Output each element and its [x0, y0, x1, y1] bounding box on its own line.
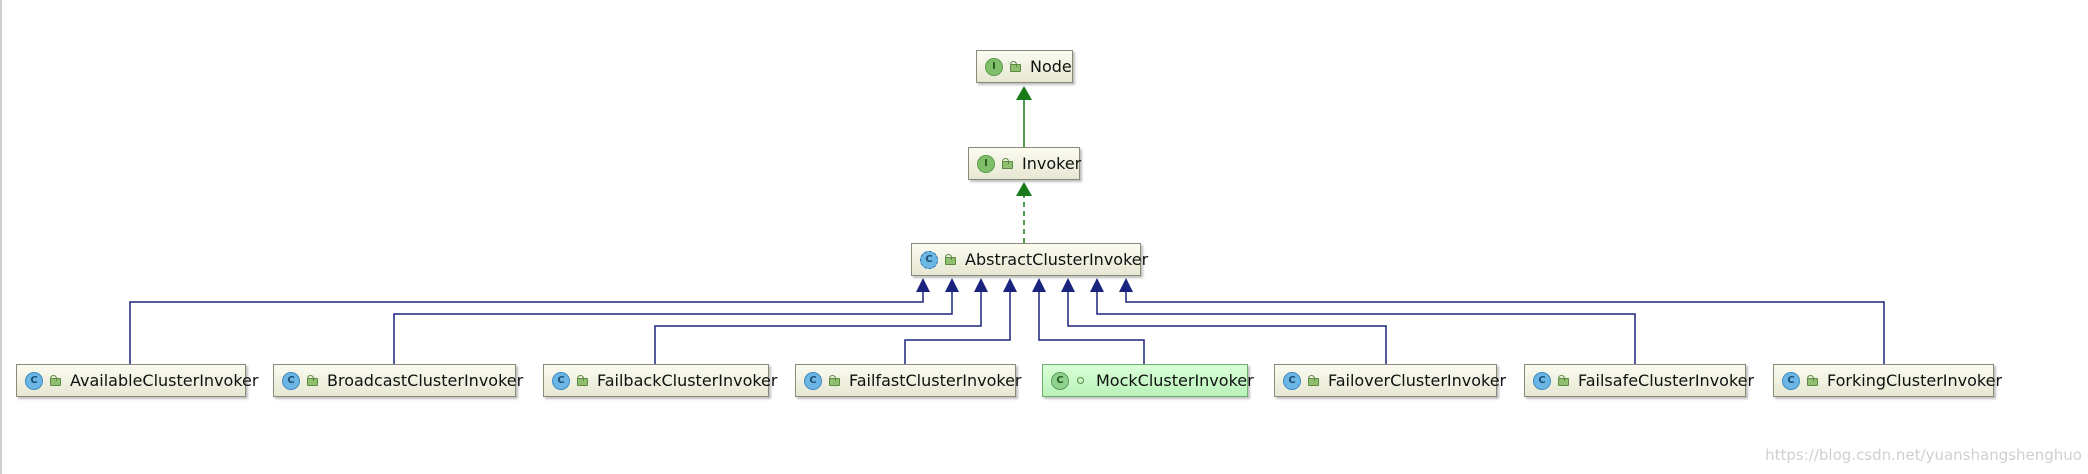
edge-broadcast	[393, 290, 953, 364]
edge-failover	[1067, 290, 1387, 364]
abstract-class-icon: C	[920, 250, 938, 269]
edge-failback	[654, 290, 982, 364]
lock-icon	[1000, 157, 1013, 170]
node-label: BroadcastClusterInvoker	[327, 371, 524, 390]
class-icon: C	[1051, 371, 1069, 390]
lock-icon	[575, 374, 588, 387]
lock-icon	[827, 374, 840, 387]
edge-mock	[1038, 290, 1145, 364]
edge-failfast	[904, 290, 1011, 364]
lock-icon	[1306, 374, 1319, 387]
watermark: https://blog.csdn.net/yuanshangshenghuo	[1765, 446, 2082, 464]
interface-icon: I	[985, 57, 1003, 76]
node-available-cluster-invoker[interactable]: C AvailableClusterInvoker	[16, 364, 258, 397]
class-icon: C	[282, 371, 300, 390]
lock-icon	[48, 374, 61, 387]
interface-icon: I	[977, 154, 995, 173]
node-invoker[interactable]: I Invoker	[968, 147, 1082, 180]
class-icon: C	[804, 371, 822, 390]
canvas-border	[0, 0, 2, 474]
node-broadcast-cluster-invoker[interactable]: C BroadcastClusterInvoker	[273, 364, 523, 397]
lock-icon	[305, 374, 318, 387]
edge-available	[129, 290, 924, 364]
node-mock-cluster-invoker[interactable]: C MockClusterInvoker	[1042, 364, 1254, 397]
node-label: MockClusterInvoker	[1096, 371, 1254, 390]
node-label: Node	[1030, 57, 1072, 76]
lock-icon	[943, 253, 956, 266]
node-label: AbstractClusterInvoker	[965, 250, 1149, 269]
package-private-icon	[1077, 377, 1084, 384]
node-label: FailoverClusterInvoker	[1328, 371, 1507, 390]
class-icon: C	[25, 371, 43, 390]
node-label: ForkingClusterInvoker	[1827, 371, 2003, 390]
node-label: Invoker	[1022, 154, 1082, 173]
class-icon: C	[1283, 371, 1301, 390]
node-forking-cluster-invoker[interactable]: C ForkingClusterInvoker	[1773, 364, 2002, 397]
node-label: FailbackClusterInvoker	[597, 371, 778, 390]
node-failback-cluster-invoker[interactable]: C FailbackClusterInvoker	[543, 364, 777, 397]
edge-failsafe	[1096, 290, 1636, 364]
node-failsafe-cluster-invoker[interactable]: C FailsafeClusterInvoker	[1524, 364, 1754, 397]
node-label: FailfastClusterInvoker	[849, 371, 1022, 390]
node-label: FailsafeClusterInvoker	[1578, 371, 1755, 390]
arrowheads-children	[916, 278, 1133, 292]
lock-icon	[1008, 60, 1021, 73]
edge-forking	[1125, 290, 1885, 364]
edge-invoker-node	[1016, 86, 1032, 147]
class-icon: C	[552, 371, 570, 390]
edges-children	[129, 290, 1885, 364]
node-failover-cluster-invoker[interactable]: C FailoverClusterInvoker	[1274, 364, 1506, 397]
class-icon: C	[1533, 371, 1551, 390]
lock-icon	[1556, 374, 1569, 387]
node-node[interactable]: I Node	[976, 50, 1073, 83]
lock-icon	[1805, 374, 1818, 387]
node-label: AvailableClusterInvoker	[70, 371, 259, 390]
edge-abstract-invoker	[1016, 182, 1032, 243]
class-icon: C	[1782, 371, 1800, 390]
node-abstract-cluster-invoker[interactable]: C AbstractClusterInvoker	[911, 243, 1148, 276]
node-failfast-cluster-invoker[interactable]: C FailfastClusterInvoker	[795, 364, 1022, 397]
